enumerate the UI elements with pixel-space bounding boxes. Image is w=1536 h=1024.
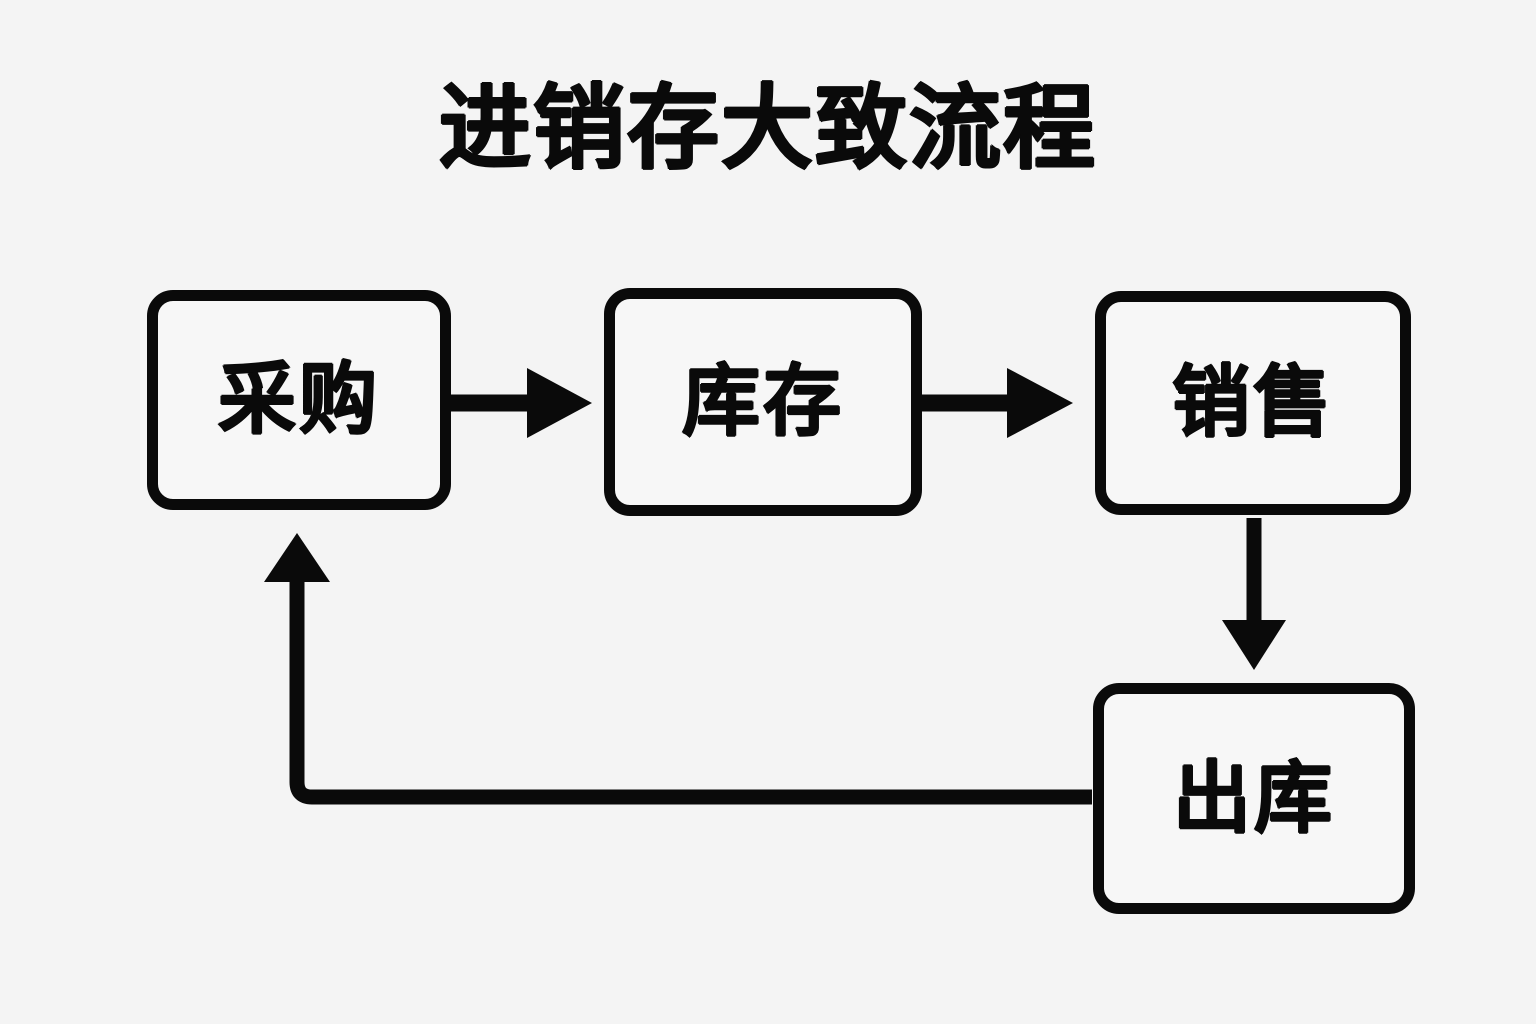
node-outbound[interactable]: 出库: [1093, 683, 1415, 914]
page-title: 进销存大致流程: [438, 75, 1097, 182]
node-purchase[interactable]: 采购: [147, 290, 451, 510]
node-outbound-label: 出库: [1172, 753, 1335, 844]
arrow-outbound-to-purchase: [264, 533, 1092, 805]
node-sales[interactable]: 销售: [1095, 291, 1411, 515]
node-stock[interactable]: 库存: [604, 288, 922, 516]
node-purchase-label: 采购: [217, 355, 380, 445]
arrow-head: [1007, 368, 1073, 438]
arrow-shaft: [289, 578, 1092, 805]
arrow-head: [1222, 620, 1286, 670]
node-stock-label: 库存: [681, 357, 844, 447]
arrow-purchase-to-stock: [449, 368, 592, 438]
arrow-head: [527, 368, 592, 438]
arrow-stock-to-sales: [921, 368, 1073, 438]
node-sales-label: 销售: [1171, 358, 1334, 448]
arrow-head: [264, 533, 330, 582]
arrow-sales-to-outbound: [1222, 518, 1286, 670]
